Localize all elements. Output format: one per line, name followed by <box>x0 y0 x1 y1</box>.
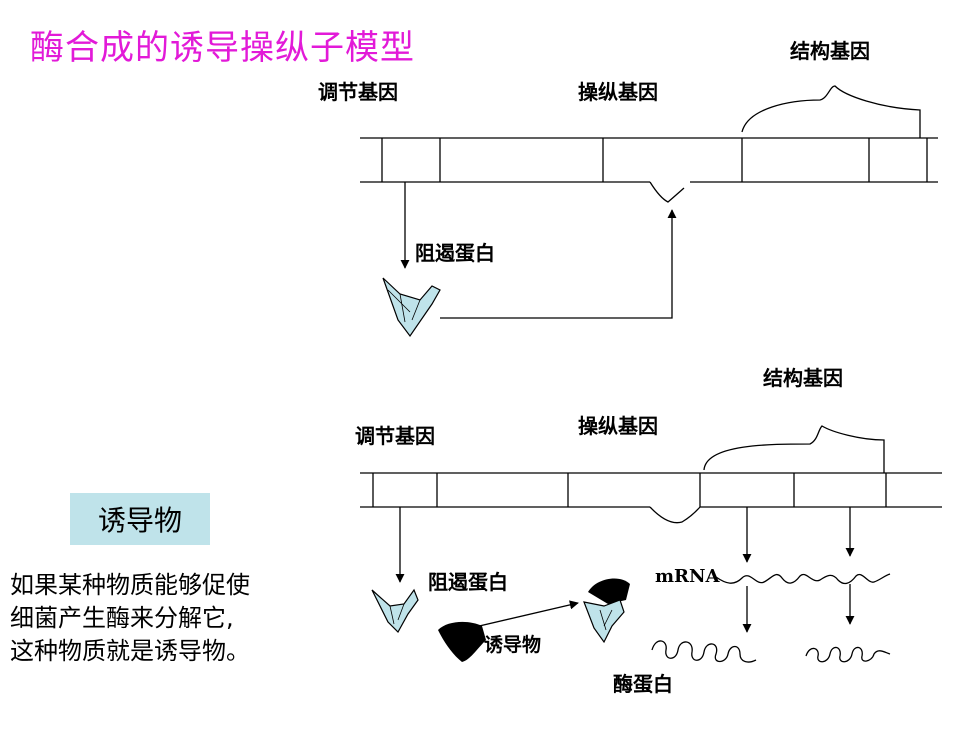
top-regulatory-gene-label: 调节基因 <box>318 80 398 104</box>
top-repressor-label: 阻遏蛋白 <box>415 241 495 265</box>
bottom-dna-strand <box>360 472 942 524</box>
top-structural-gene-label: 结构基因 <box>790 39 870 63</box>
enzyme-coil-1 <box>651 640 757 663</box>
bottom-structural-brace <box>703 425 885 473</box>
top-dna-strand <box>360 137 938 203</box>
mrna-label: mRNA <box>655 566 720 587</box>
bottom-structural-gene-label: 结构基因 <box>763 366 843 390</box>
description-line-3: 这种物质就是诱导物。 <box>10 637 250 665</box>
bottom-repressor-protein <box>371 588 419 633</box>
bottom-operator-gene-label: 操纵基因 <box>578 414 658 438</box>
inducer-title-box: 诱导物 <box>70 493 210 545</box>
top-repressor-binding-arrow <box>440 209 677 319</box>
repressor-inducer-complex <box>583 578 630 644</box>
enzyme-coil-2 <box>805 646 891 663</box>
inducer-molecule <box>438 621 486 662</box>
top-repressor-protein <box>382 277 441 338</box>
enzyme-protein-label: 酶蛋白 <box>613 672 673 696</box>
description-line-2: 细菌产生酶来分解它, <box>10 604 234 632</box>
description-line-1: 如果某种物质能够促使 <box>10 571 250 599</box>
top-structural-brace <box>741 85 921 138</box>
mrna-strand <box>715 573 891 585</box>
top-operator-gene-label: 操纵基因 <box>578 80 658 104</box>
bottom-repressor-label: 阻遏蛋白 <box>428 570 508 594</box>
page-title: 酶合成的诱导操纵子模型 <box>30 28 415 68</box>
bottom-inducer-label: 诱导物 <box>484 634 542 656</box>
bottom-regulatory-gene-label: 调节基因 <box>355 424 435 448</box>
